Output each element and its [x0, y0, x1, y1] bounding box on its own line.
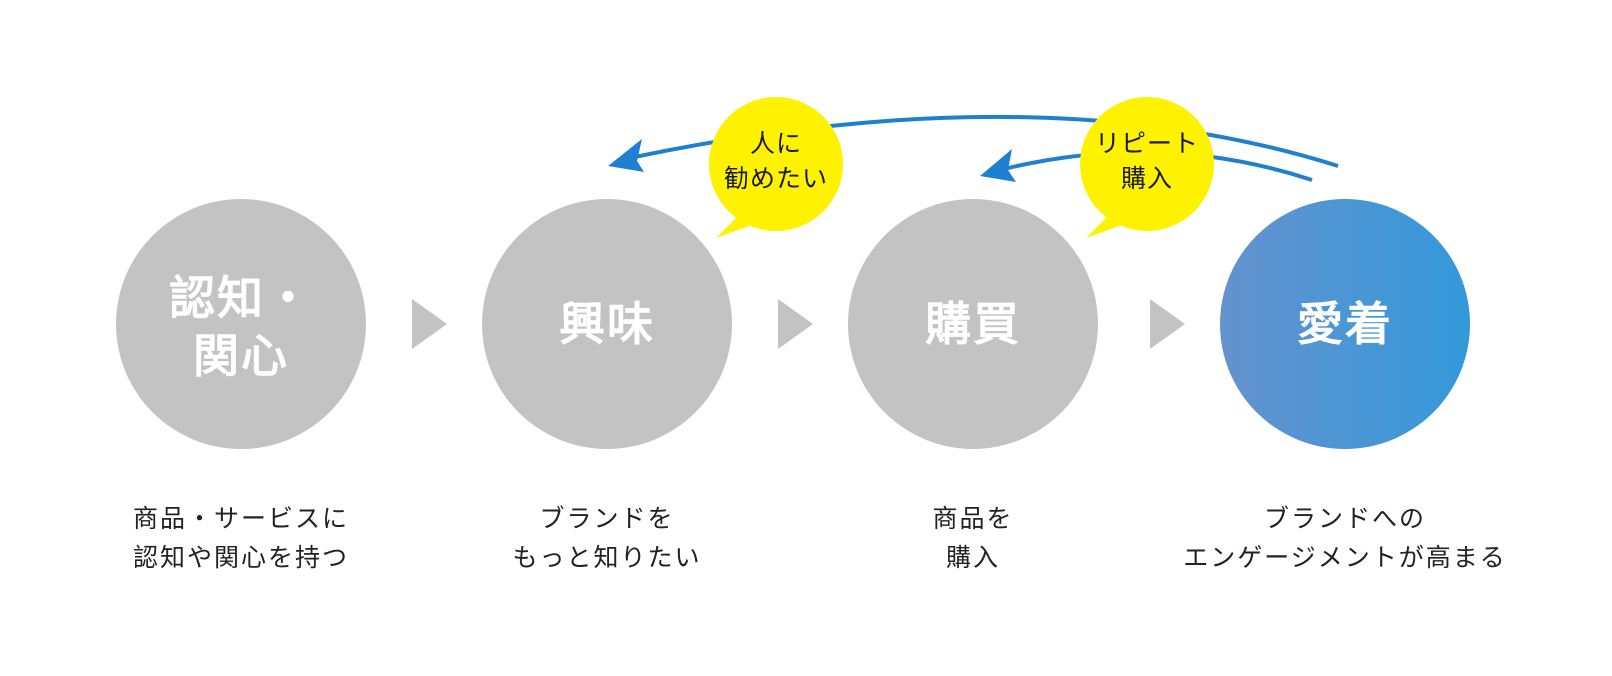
speech-bubble-repeat: リピート 購入: [1080, 97, 1214, 238]
stage-loyalty: 愛着: [1220, 199, 1470, 449]
caption-purchase-line1: 商品を: [932, 504, 1013, 533]
caption-awareness-line1: 商品・サービスに: [133, 504, 349, 533]
caption-awareness-line2: 認知や関心を持つ: [133, 543, 349, 572]
repeat-arrowhead: [980, 149, 1016, 182]
bubble-recommend-line1: 人に: [750, 129, 802, 158]
stage-loyalty-title: 愛着: [1297, 297, 1393, 351]
bubble-repeat-line1: リピート: [1095, 129, 1199, 158]
caption-awareness: 商品・サービスに 認知や関心を持つ: [133, 504, 349, 572]
stage-purchase: 購買: [848, 199, 1098, 449]
stage-purchase-title: 購買: [925, 297, 1021, 351]
caption-purchase-line2: 購入: [946, 543, 1000, 572]
stage-awareness-title-line2: 関心: [193, 329, 289, 383]
step-arrow-1: [412, 299, 447, 349]
caption-purchase: 商品を 購入: [932, 504, 1013, 572]
stage-awareness: 認知・ 関心: [116, 199, 366, 449]
recommend-arrowhead: [608, 139, 644, 172]
step-arrow-2: [778, 299, 813, 349]
caption-interest: ブランドを もっと知りたい: [512, 504, 701, 572]
stage-interest: 興味: [482, 199, 732, 449]
caption-loyalty-line2: エンゲージメントが高まる: [1183, 543, 1507, 572]
bubble-repeat-line2: 購入: [1121, 164, 1173, 193]
stage-interest-title: 興味: [559, 297, 655, 351]
caption-interest-line2: もっと知りたい: [512, 543, 701, 572]
speech-bubble-recommend: 人に 勧めたい: [709, 97, 843, 238]
caption-loyalty: ブランドへの エンゲージメントが高まる: [1183, 504, 1507, 572]
caption-interest-line1: ブランドを: [539, 504, 674, 533]
caption-loyalty-line1: ブランドへの: [1264, 504, 1426, 533]
bubble-recommend-line2: 勧めたい: [724, 164, 828, 193]
step-arrow-3: [1150, 299, 1185, 349]
stage-awareness-title-line1: 認知・: [169, 271, 313, 325]
